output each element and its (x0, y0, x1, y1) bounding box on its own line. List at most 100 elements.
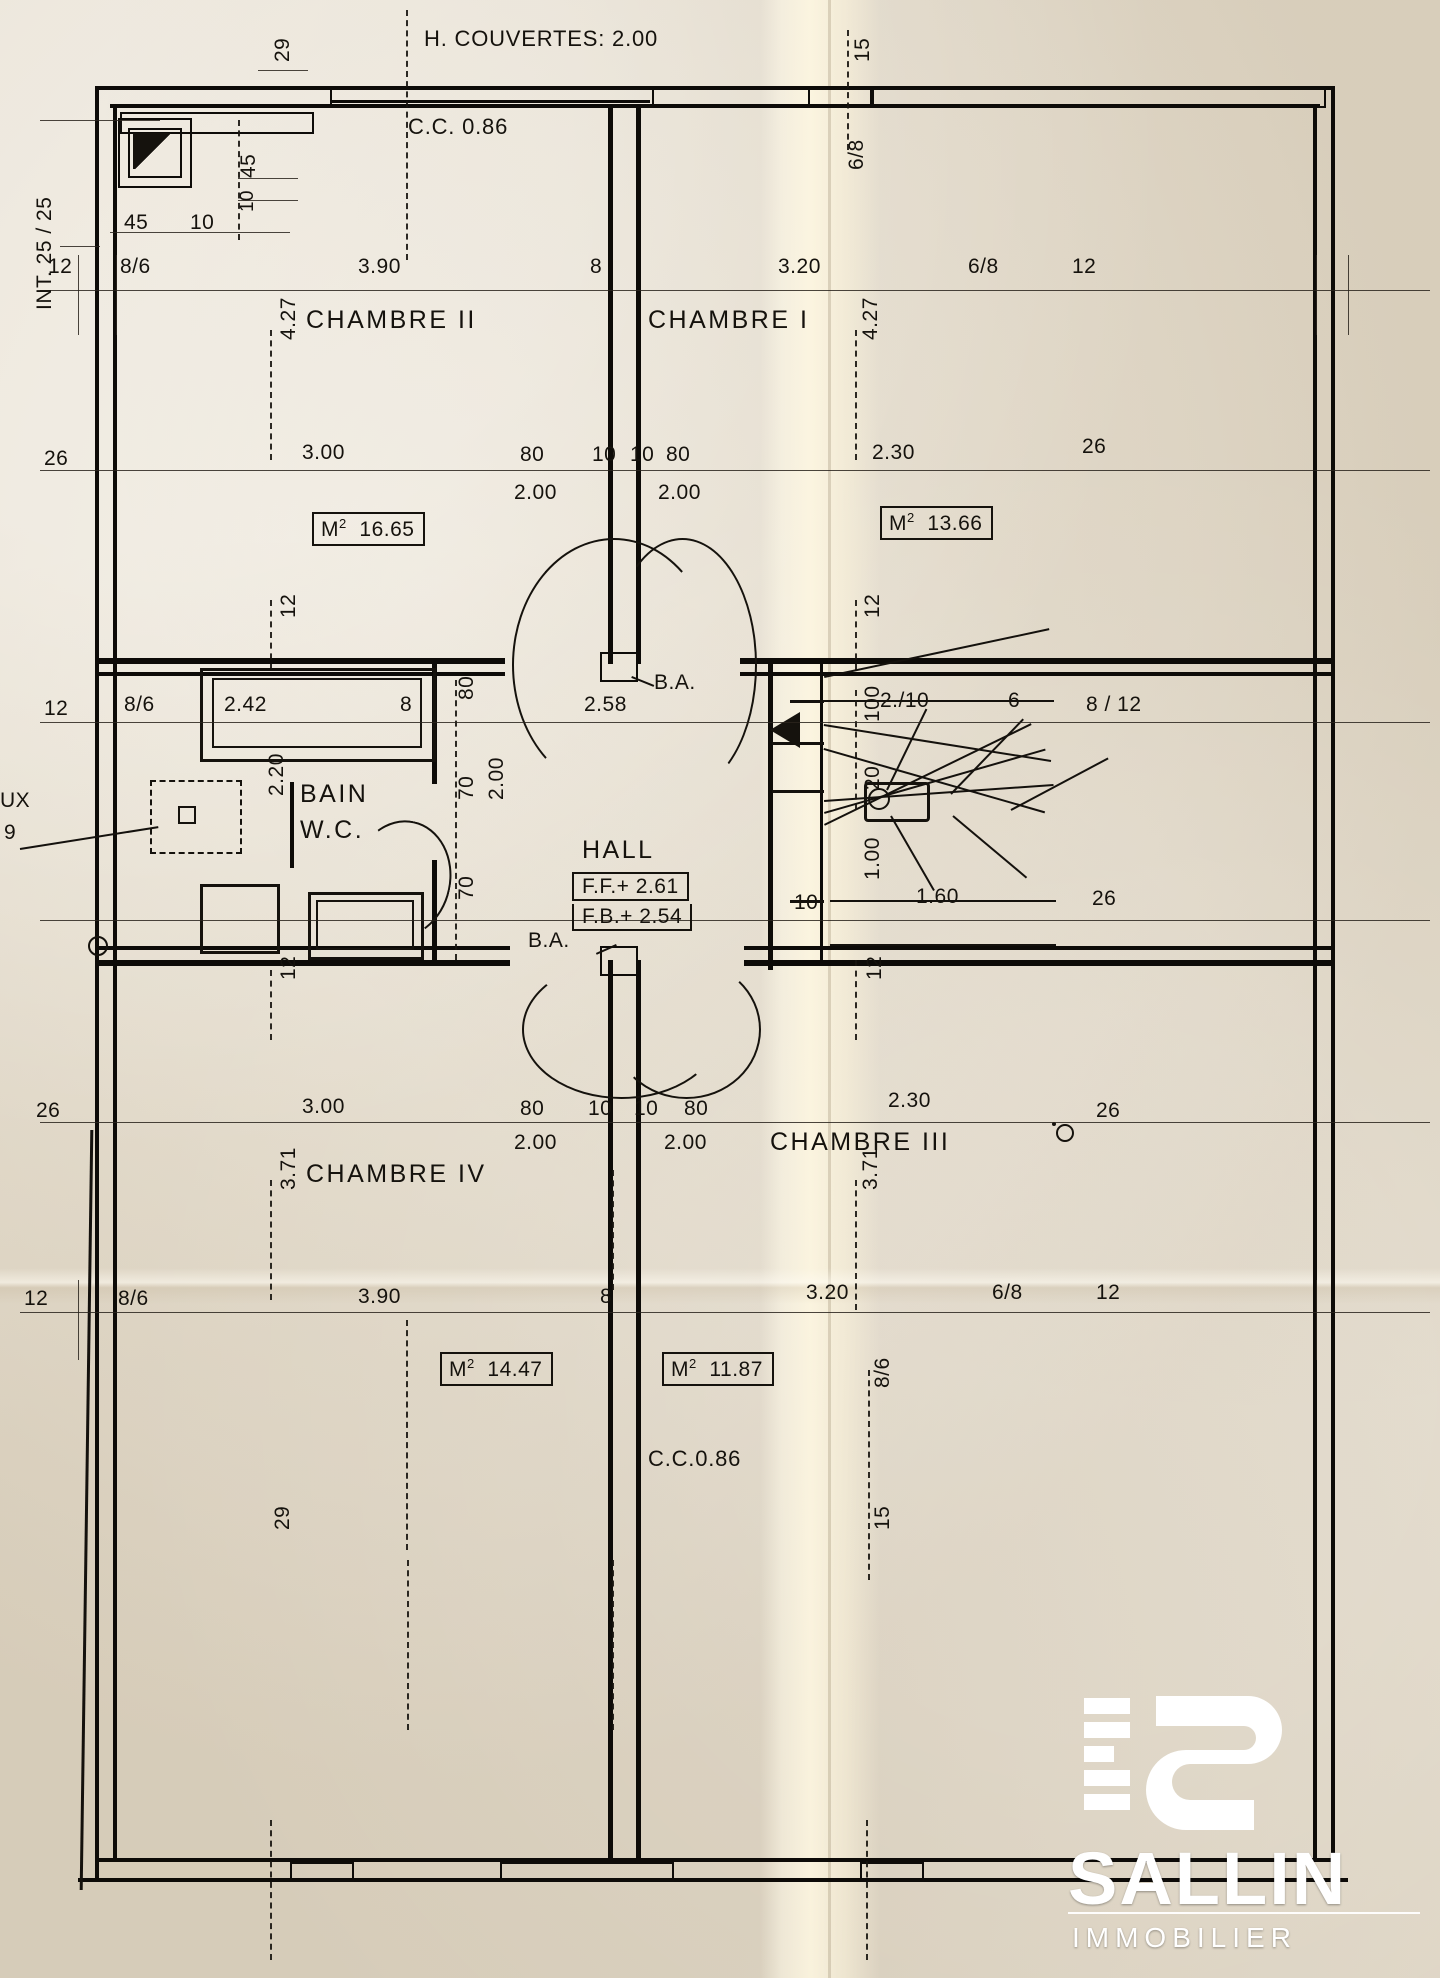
sallin-subtitle-text: IMMOBILIER (1072, 1922, 1297, 1953)
wall-exterior-left-outer (95, 86, 99, 1882)
dim-window-45-v: 45 (237, 153, 260, 178)
dim-window-10-v: 10 (237, 190, 258, 212)
wc-bowl-inner (316, 900, 414, 950)
wall-wc-divider (290, 782, 294, 868)
wall-partition-upper-left-2 (95, 672, 505, 676)
stair-top-line (790, 700, 824, 703)
wall-partition-upper-left (95, 658, 505, 664)
dimline-window-detail-4 (258, 70, 308, 71)
dimline-window-detail-2 (238, 178, 298, 179)
window-bottom-left (290, 1862, 354, 1882)
window-symbol-frame-outer (118, 118, 192, 188)
axis-vertical-7 (855, 690, 857, 810)
axis-vertical-16 (270, 1820, 272, 1960)
window-top-chambre2-sill (330, 100, 650, 103)
dim-window-10-h: 10 (190, 211, 215, 234)
dim-mid-200-a: 2.00 (514, 481, 557, 504)
area-value-1: 16.65 (359, 518, 415, 541)
dim-bath-80: 80 (455, 675, 478, 700)
dim-right-26-c: 26 (1096, 1099, 1121, 1122)
dim-left-12-a: 12 (44, 697, 69, 720)
wc-bowl (308, 892, 424, 960)
axis-vertical-11 (270, 330, 272, 460)
dim-upper-12-left: 12 (48, 255, 73, 278)
hall-level-ff: F.F.+ 2.61 (572, 872, 689, 901)
wall-partition-lower-left (95, 960, 510, 966)
dim-low-230: 2.30 (888, 1089, 931, 1112)
dim-upper-68-right: 6/8 (968, 255, 999, 278)
axis-vertical-4 (847, 30, 849, 150)
dim-bath-6: 6 (1008, 689, 1021, 712)
dim-low-80-a: 80 (520, 1097, 545, 1120)
dimtick-3 (1316, 255, 1317, 335)
dim-bot-12-right: 12 (1096, 1281, 1121, 1304)
area-value-4: 11.87 (709, 1358, 763, 1381)
area-box-chambre-2: M2 16.65 (312, 512, 426, 546)
window-bottom-chambre3 (860, 1862, 924, 1882)
room-label-chambre-1: CHAMBRE I (648, 306, 810, 334)
label-left-edge-ux: UX (0, 789, 31, 812)
dimline-mid-upper (40, 470, 1430, 471)
room-label-hall: HALL (582, 836, 655, 864)
dim-mid-10-b: 10 (630, 443, 655, 466)
axis-vertical-5 (855, 330, 857, 460)
dim-bot-68: 6/8 (992, 1281, 1023, 1304)
axis-vertical-18 (407, 1560, 409, 1730)
leader-line-left (19, 826, 159, 850)
stair-step-8 (830, 900, 1056, 902)
stair-step-9 (830, 944, 1056, 946)
axis-vertical-15 (238, 120, 240, 240)
dimline-lower-band (40, 1122, 1430, 1123)
dim-stair-10: 10 (794, 891, 819, 914)
window-symbol-fill (133, 133, 173, 169)
window-bottom-chambre4 (500, 1862, 674, 1882)
hall-level-fb: F.B.+ 2.54 (572, 904, 693, 931)
dimline-window-detail (110, 232, 290, 233)
dim-mid-10-a: 10 (592, 443, 617, 466)
dim-right-812: 8 / 12 (1086, 693, 1142, 716)
dimline-upper-band (40, 290, 1430, 291)
spacer-node (1052, 1122, 1056, 1126)
window-top-left-1 (120, 112, 314, 134)
door-arc-chambre1 (608, 538, 757, 792)
axis-vertical-19 (612, 1560, 614, 1730)
area-value-2: 13.66 (927, 512, 983, 535)
dim-low-300: 3.00 (302, 1095, 345, 1118)
dim-upper-86-left: 8/6 (120, 255, 151, 278)
stair-step-5 (824, 783, 1054, 802)
door-block-lower (600, 946, 638, 976)
dim-bath-70-b: 70 (455, 875, 478, 900)
dim-bot-390: 3.90 (358, 1285, 401, 1308)
axis-vertical-10 (868, 1370, 870, 1580)
stair-stringer-3 (1010, 757, 1109, 811)
stair-stringer-5 (952, 815, 1028, 879)
room-label-chambre-2: CHAMBRE II (306, 306, 477, 334)
area-unit-1: M (321, 518, 339, 541)
dimtick-1 (78, 255, 79, 335)
area-value-3: 14.47 (487, 1358, 543, 1381)
note-cc-top: C.C. 0.86 (408, 114, 509, 139)
sallin-divider (1068, 1912, 1420, 1914)
note-cc-bottom: C.C.0.86 (648, 1446, 742, 1471)
wall-partition-upper-right (740, 658, 1335, 664)
dim-depth-371-left: 3.71 (277, 1147, 300, 1190)
dim-bath-86: 8/6 (124, 693, 155, 716)
dimline-int-box-top (40, 120, 160, 121)
dim-stair-100-a: 100 (861, 685, 884, 722)
dimtick-6 (1316, 1280, 1317, 1360)
dimline-bottom-band (20, 1312, 1430, 1313)
dim-mid-80-b: 80 (666, 443, 691, 466)
dim-top-29: 29 (271, 37, 294, 62)
axis-vertical-13 (270, 970, 272, 1040)
stair-landing-line-2 (772, 790, 824, 793)
dim-right-26-a: 26 (1082, 435, 1107, 458)
dim-right-26-b: 26 (1092, 887, 1117, 910)
dim-bottom-29: 29 (271, 1505, 294, 1530)
dim-upper-390: 3.90 (358, 255, 401, 278)
dim-mid-300-left: 3.00 (302, 441, 345, 464)
dim-stair-20: 20 (861, 765, 884, 790)
stair-step-1 (824, 700, 1054, 702)
area-exp-1: 2 (339, 516, 347, 531)
door-block-upper (600, 652, 638, 682)
dimline-left-tick (60, 246, 100, 247)
